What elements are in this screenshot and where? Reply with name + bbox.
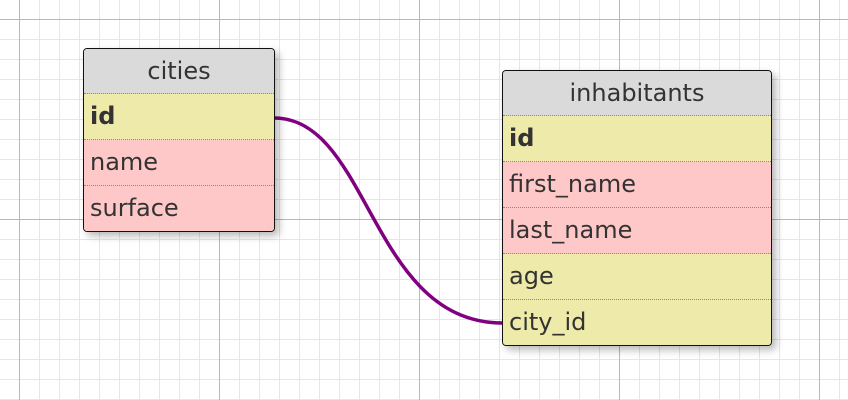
table-title: cities [84, 49, 274, 94]
field-last-name[interactable]: last_name [503, 208, 771, 254]
table-title: inhabitants [503, 71, 771, 116]
table-cities[interactable]: cities id name surface [83, 48, 275, 232]
field-surface[interactable]: surface [84, 186, 274, 231]
field-id[interactable]: id [503, 116, 771, 162]
field-name[interactable]: name [84, 140, 274, 186]
table-inhabitants[interactable]: inhabitants id first_name last_name age … [502, 70, 772, 346]
relation-line-cities-id-to-inhabitants-city-id[interactable] [273, 116, 504, 325]
field-first-name[interactable]: first_name [503, 162, 771, 208]
field-city-id[interactable]: city_id [503, 300, 771, 345]
field-id[interactable]: id [84, 94, 274, 140]
field-age[interactable]: age [503, 254, 771, 300]
